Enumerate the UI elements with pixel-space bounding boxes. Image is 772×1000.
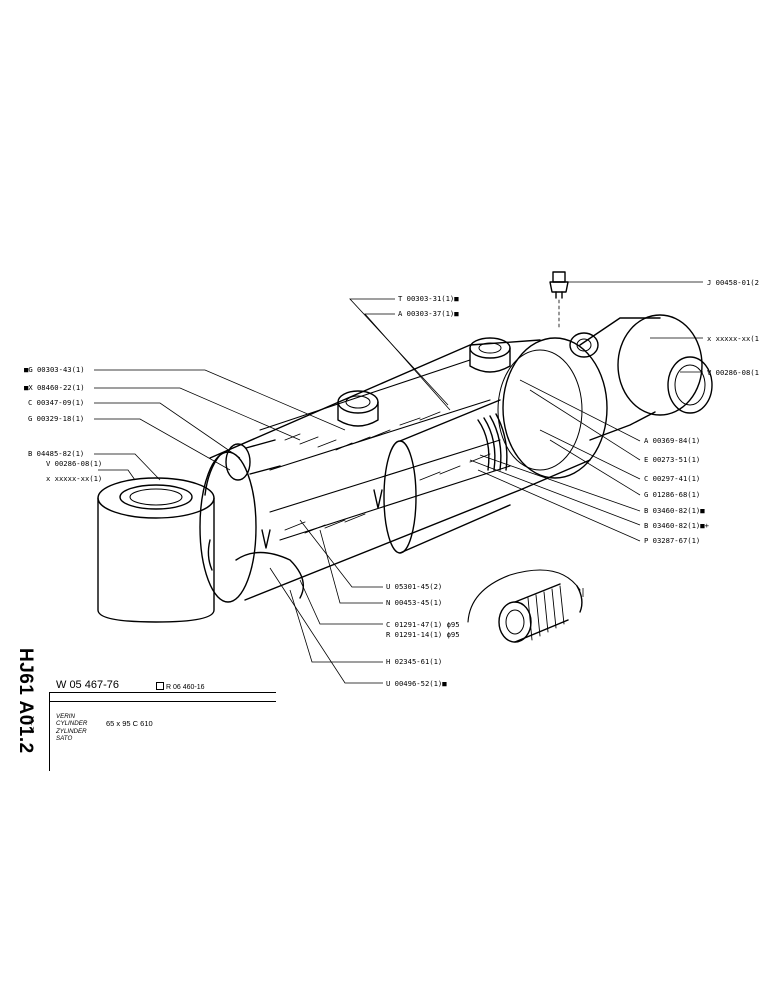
label-c-00347: C 00347-09(1) (28, 398, 84, 407)
label-a-00303: A 00303-37(1)■ (398, 309, 459, 318)
description-lines: VERIN CYLINDER ZYLINDER SATO (56, 713, 87, 743)
drawing-code: HJ61 A01.2 10-73 (10, 648, 42, 760)
desc-line-1: VERIN (56, 713, 75, 720)
reference-number: R 06 460-16 (156, 682, 205, 691)
label-j-00458: J 00458-01(2 (707, 278, 759, 287)
size-spec: 65 x 95 C 610 (106, 719, 153, 728)
label-x-08460: ■X 08460-22(1) (24, 383, 85, 392)
label-xxxxxx-right: x xxxxx-xx(1 (707, 334, 759, 343)
label-b-04485: B 04485-82(1) (28, 449, 84, 458)
cylinder-body (199, 337, 608, 603)
label-h-02345: H 02345-61(1) (386, 657, 442, 666)
drawing-code-text: HJ61 A01.2 (15, 648, 36, 754)
reference-text: R 06 460-16 (166, 684, 205, 691)
label-v-00286-right: V 00286-08(1 (707, 368, 759, 377)
label-a-00369: A 00369-84(1) (644, 436, 700, 445)
label-e-00273: E 00273-51(1) (644, 455, 700, 464)
part-labels: J 00458-01(2 x xxxxx-xx(1 V 00286-08(1 T… (24, 278, 759, 688)
checkbox-icon (156, 682, 164, 690)
desc-line-3: ZYLINDER (56, 727, 87, 735)
label-p-03287: P 03287-67(1) (644, 536, 700, 545)
label-b-03460-b: B 03460-82(1)■+ (644, 521, 710, 530)
title-block: W 05 467-76 R 06 460-16 VERIN CYLINDER Z… (49, 679, 276, 771)
detail-thread-fitting (467, 569, 583, 643)
label-g-00329: G 00329-18(1) (28, 414, 84, 423)
cylinder-head-eye (569, 314, 713, 441)
grease-nipple (549, 271, 569, 331)
rod-eye-bushing (97, 477, 215, 623)
label-xxxxxx-left: x xxxxx-xx(1) (46, 474, 102, 483)
drawing-date: 10-73 (27, 715, 35, 734)
part-number: W 05 467-76 (56, 679, 119, 691)
label-c-01291: C 01291-47(1) ϕ95 (386, 620, 460, 629)
title-divider (50, 701, 276, 702)
label-r-01291: R 01291-14(1) ϕ95 (386, 630, 460, 639)
label-v-00286-left: V 00286-08(1) (46, 459, 102, 468)
label-c-00297: C 00297-41(1) (644, 474, 700, 483)
label-g-00303: ■G 00303-43(1) (24, 365, 85, 374)
desc-line-4: SATO (56, 735, 73, 743)
label-b-03460-a: B 03460-82(1)■ (644, 506, 705, 515)
label-g-01286: G 01286-68(1) (644, 490, 700, 499)
label-t-00303: T 00303-31(1)■ (398, 294, 459, 303)
label-u-00496: U 00496-52(1)■ (386, 679, 447, 688)
label-u-05301: U 05301-45(2) (386, 582, 442, 591)
desc-line-2: CYLINDER (56, 720, 88, 728)
label-n-00453: N 00453-45(1) (386, 598, 442, 607)
leader-lines (94, 281, 703, 684)
